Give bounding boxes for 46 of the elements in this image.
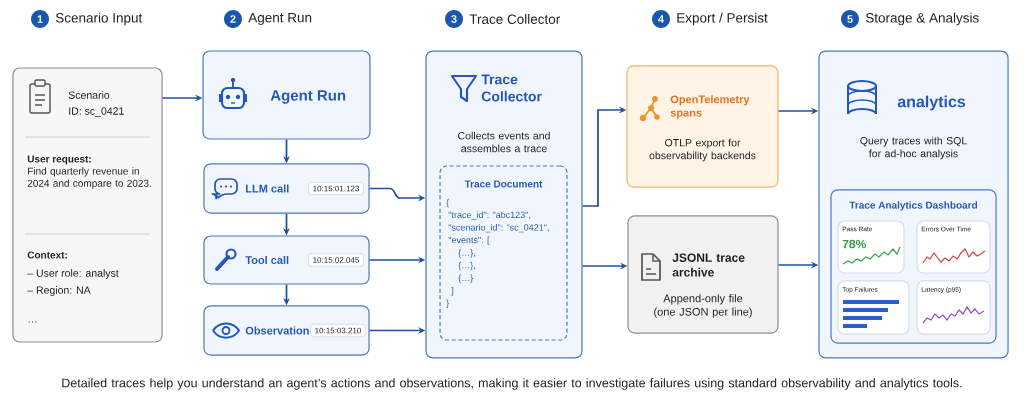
code-line: "trace_id": "abc123", bbox=[448, 211, 531, 220]
code-line: {…}, bbox=[458, 249, 475, 258]
code-line: { bbox=[446, 198, 450, 208]
code-line: {…} bbox=[458, 274, 474, 283]
code-line: ] bbox=[451, 287, 454, 296]
timestamp-badge: 10:15:02.045 bbox=[308, 253, 364, 267]
document-title: Trace Document bbox=[464, 180, 543, 188]
column-heading: Agent Run bbox=[248, 12, 312, 26]
metric-value: 78% bbox=[842, 239, 866, 249]
code-line: } bbox=[446, 299, 450, 308]
card-title: Scenario bbox=[68, 91, 110, 99]
code-line: {…}, bbox=[458, 261, 475, 271]
column-heading: Export / Persist bbox=[677, 12, 768, 26]
step-number: 1 bbox=[31, 10, 49, 28]
archive-title: JSONL trace archive bbox=[672, 253, 745, 277]
step-number: 2 bbox=[224, 10, 242, 28]
box-description: Append-only file (one JSON per line) bbox=[654, 294, 752, 318]
section-heading: User request: bbox=[27, 155, 91, 165]
panel-title: analytics bbox=[897, 95, 966, 111]
ellipsis: … bbox=[28, 321, 37, 323]
scenario-id: ID: sc_0421 bbox=[69, 107, 124, 117]
panel-title: Trace Collector bbox=[481, 74, 542, 102]
panel-description: Query traces with SQL for ad-hoc analysis bbox=[860, 136, 967, 160]
section-heading: Context: bbox=[27, 251, 67, 259]
box-description: OTLP export for observability backends bbox=[649, 138, 756, 162]
column-heading: Storage & Analysis bbox=[865, 12, 979, 26]
step-label: Observation bbox=[245, 326, 309, 335]
timestamp-badge: 10:15:01.123 bbox=[308, 182, 364, 195]
column-heading: Scenario Input bbox=[55, 12, 143, 26]
step-label: Tool call bbox=[245, 255, 289, 265]
code-line: "scenario_id": "sc_0421", bbox=[448, 224, 549, 233]
timestamp-badge: 10:15:03.210 bbox=[310, 324, 366, 337]
column-heading: Trace Collector bbox=[469, 14, 560, 24]
export-title: OpenTelemetry spans bbox=[670, 95, 750, 119]
dashboard-title: Trace Analytics Dashboard bbox=[849, 201, 977, 211]
step-label: LLM call bbox=[246, 184, 289, 193]
context-item: – Region: NA bbox=[27, 286, 91, 296]
step-number: 4 bbox=[652, 10, 670, 28]
panel-description: Collects events and assembles a trace bbox=[458, 131, 550, 153]
request-text: Find quarterly revenue in 2024 and compare to 2023. bbox=[27, 167, 151, 189]
step-number: 5 bbox=[841, 10, 859, 28]
code-line: "events": [ bbox=[448, 236, 490, 245]
step-number: 3 bbox=[445, 10, 463, 28]
caption: Detailed traces help you understand an agent’s actions and observations, making it easier to investigate failures using standard observability and analytics tools. bbox=[62, 378, 962, 390]
context-item: – User role: analyst bbox=[27, 269, 119, 279]
box-title: Agent Run bbox=[270, 90, 346, 104]
